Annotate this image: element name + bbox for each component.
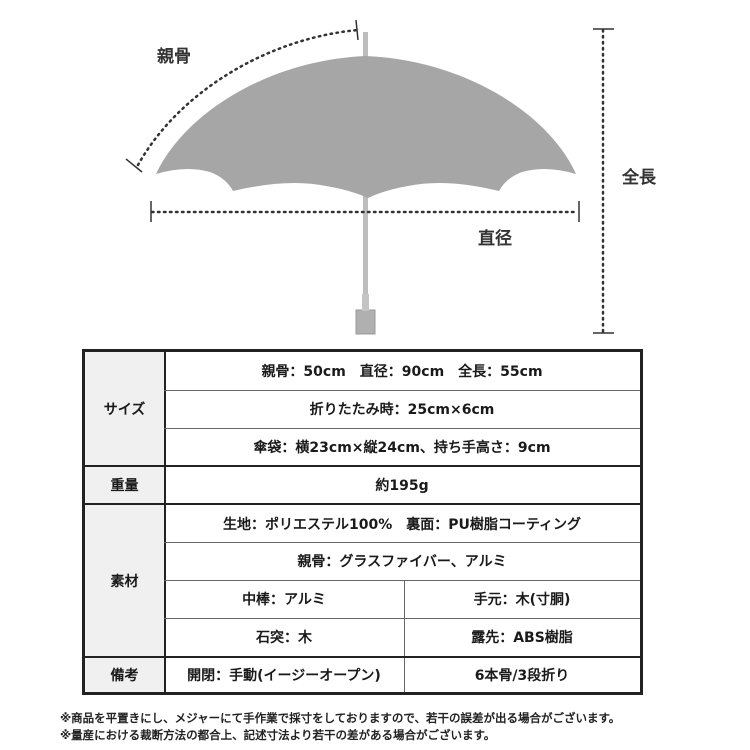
footnote-1: ※商品を平置きにし、メジャーにて手作業で採寸をしておりますので、若干の誤差が出る… [60, 711, 621, 725]
umbrella-shaft [363, 188, 368, 296]
material-row: 素材 生地：ポリエステル100% 裏面：PU樹脂コーティング 親骨：グラスファイ… [85, 505, 640, 656]
diameter-label: 直径 [478, 229, 512, 249]
material-line-2: 親骨：グラスファイバー、アルミ [297, 554, 507, 570]
umbrella-diagram [125, 19, 614, 335]
rib-measure-start-tick [125, 158, 143, 173]
length-label: 全長 [622, 168, 656, 188]
rib-label: 親骨 [157, 47, 191, 67]
rib-measure-arc [136, 28, 360, 167]
material-shaft: 中棒：アルミ [242, 592, 326, 608]
material-rib-tips: 露先：ABS樹脂 [471, 630, 573, 646]
notes-row: 備考 開閉：手動(イージーオープン) 6本骨/3段折り [85, 658, 640, 692]
umbrella-tip [363, 32, 368, 58]
size-line-1: 親骨：50cm 直径：90cm 全長：55cm [261, 364, 543, 380]
weight-value: 約195g [375, 478, 429, 494]
material-handle: 手元：木(寸胴) [473, 592, 571, 608]
spec-table: サイズ 親骨：50cm 直径：90cm 全長：55cm 折りたたみ時：25cm×… [82, 349, 643, 695]
rib-measure-end-tick [355, 19, 359, 41]
notes-header: 備考 [85, 658, 166, 692]
size-header: サイズ [85, 352, 166, 465]
weight-row: 重量 約195g [85, 467, 640, 503]
notes-opening: 開閉：手動(イージーオープン) [187, 668, 381, 684]
umbrella-handle-neck [362, 294, 369, 311]
material-tip: 石突：木 [256, 630, 312, 646]
material-line-1: 生地：ポリエステル100% 裏面：PU樹脂コーティング [222, 516, 582, 533]
footnotes: ※商品を平置きにし、メジャーにて手作業で採寸をしておりますので、若干の誤差が出る… [60, 710, 620, 744]
umbrella-handle [355, 309, 376, 335]
size-line-2: 折りたたみ時：25cm×6cm [309, 402, 495, 418]
weight-header: 重量 [85, 467, 166, 503]
umbrella-canopy [156, 56, 576, 198]
notes-ribs: 6本骨/3段折り [474, 668, 570, 684]
material-header: 素材 [85, 505, 166, 656]
size-row: サイズ 親骨：50cm 直径：90cm 全長：55cm 折りたたみ時：25cm×… [85, 352, 640, 465]
size-line-3: 傘袋：横23cm×縦24cm、持ち手高さ：9cm [253, 439, 551, 456]
footnote-2: ※量産における裁断方法の都合上、記述寸法より若干の差がある場合がございます。 [60, 728, 496, 742]
